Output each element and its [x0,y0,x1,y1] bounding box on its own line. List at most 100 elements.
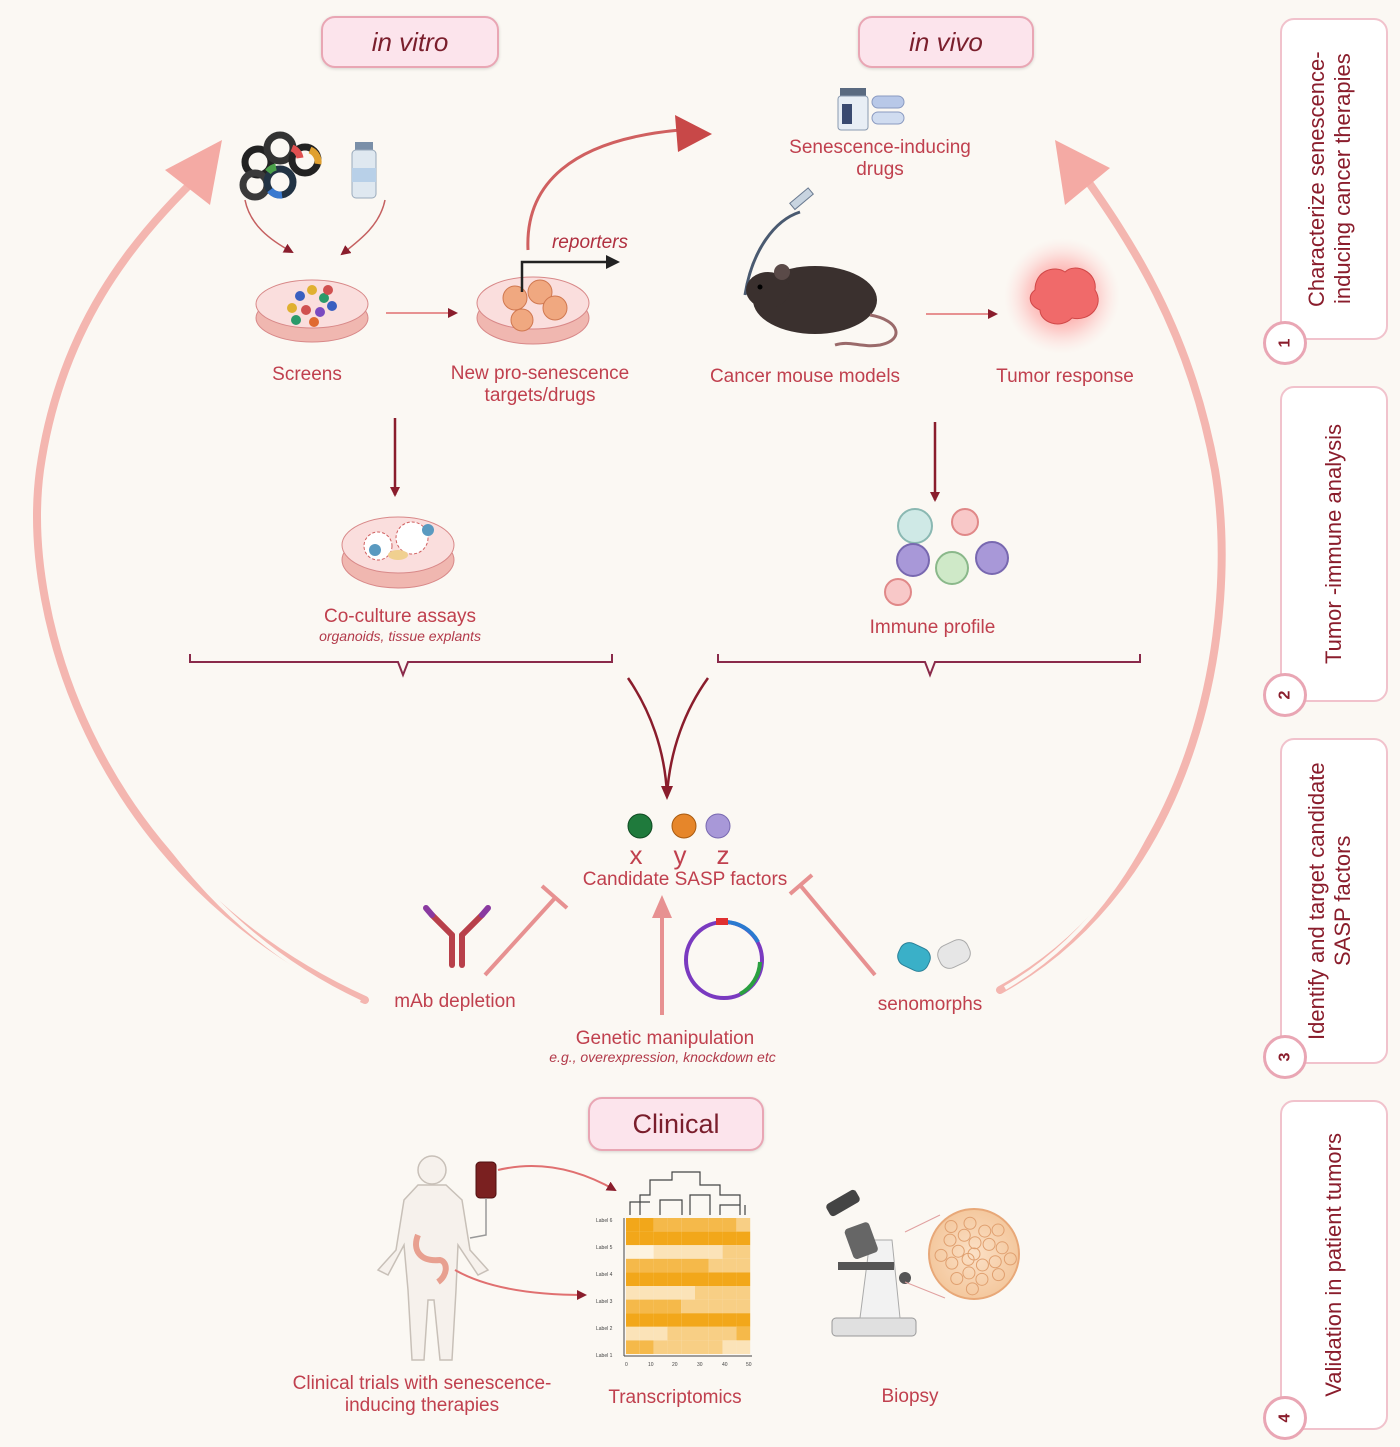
heatmap-cell [722,1286,737,1300]
heatmap-cell [653,1218,668,1232]
heatmap-cell [736,1272,751,1286]
step-4-badge: 4 [1263,1396,1307,1440]
clinical-trials-label: Clinical trials with senescence-inducing… [292,1373,552,1416]
tissue-cell [975,1272,989,1286]
step-panel-3: Identify and target candidate SASP facto… [1280,738,1388,1064]
heatmap-cell [667,1258,682,1273]
heatmap-cell [681,1231,695,1246]
heatmap-cell [695,1258,709,1273]
mouse-models-label: Cancer mouse models [709,366,901,387]
senomorphs-label: senomorphs [877,994,983,1015]
heatmap-cell [708,1286,723,1300]
cancer-mouse-icon [743,187,898,348]
step-panel-2: Tumor -immune analysis [1280,386,1388,702]
step-2-number: 2 [1276,690,1293,700]
heatmap-cell [639,1258,654,1273]
heatmap-row-labels: Label 6 Label 5 Label 4 Label 3 Label 2 … [596,1218,613,1359]
heatmap-cell [639,1299,654,1314]
biopsy-label: Biopsy [881,1386,939,1407]
tissue-cell [944,1220,958,1234]
col-label: 50 [746,1362,752,1368]
immune-cells-icon [884,508,1009,606]
heatmap-cell [681,1313,695,1327]
heatmap-cell [667,1299,682,1314]
tissue-cell [945,1256,959,1270]
col-label: 20 [672,1362,678,1368]
step-2-badge: 2 [1263,673,1307,717]
transcriptomics-label: Transcriptomics [608,1387,742,1408]
tissue-cell [982,1237,996,1251]
pills-icon [871,95,905,125]
in-vivo-header: in vivo [858,16,1034,68]
heatmap-cell [736,1326,751,1341]
outer-arrow-left [33,140,369,1004]
factor-y-dot [671,813,697,839]
step-2-text: Tumor -immune analysis [1321,423,1346,665]
factor-x-dot [627,813,653,839]
tissue-cell [957,1228,971,1242]
heatmap-cell [626,1326,640,1341]
step-1-badge: 1 [1263,321,1307,365]
coculture-dish-icon [341,516,455,589]
heatmap-cell [639,1340,654,1354]
heatmap-cell [653,1299,668,1314]
row-label: Label 3 [596,1299,613,1305]
clinical-text: Clinical [632,1109,720,1139]
in-vitro-text: in vitro [371,27,449,57]
heatmap-cell [722,1231,737,1246]
heatmap-cell [639,1326,654,1341]
tissue-cell [934,1248,948,1262]
heatmap-cell [722,1340,737,1354]
heatmap-cell [653,1231,668,1246]
heatmap-cell [626,1340,640,1354]
heatmap-cell [667,1326,682,1341]
factor-z-dot [705,813,731,839]
step-4-number: 4 [1276,1413,1293,1423]
tissue-cell [961,1252,975,1266]
senescence-drugs-label: Senescence-inducing drugs [789,137,971,180]
heatmap-cell [681,1299,695,1314]
tissue-cell [975,1258,989,1272]
step-panel-4: Validation in patient tumors [1280,1100,1388,1430]
heatmap-cell [653,1340,668,1354]
heatmap-cell [626,1218,640,1232]
heatmap-cell [681,1218,695,1232]
row-label: Label 4 [596,1272,613,1278]
col-label: 30 [697,1362,703,1368]
antibody-icon [423,905,491,968]
tissue-cell [988,1255,1002,1269]
heatmap-cell [639,1286,654,1300]
genetic-sub-label: e.g., overexpression, knockdown etc [549,1049,776,1065]
factor-z-label: z [716,840,730,870]
iv-bag-icon [469,1161,497,1239]
heatmap-cell [708,1326,723,1341]
row-label: Label 2 [596,1326,613,1332]
heatmap-cell [736,1258,751,1273]
step-1-number: 1 [1276,338,1293,348]
heatmap-cell [695,1245,709,1259]
heatmap-cell [681,1258,695,1273]
heatmap-cell [695,1218,709,1232]
tissue-cell [965,1282,979,1296]
heatmap-cell [708,1272,723,1286]
heatmap-cell [708,1218,723,1232]
tissue-cells-icon [928,1208,1020,1300]
heatmap-cell [667,1231,682,1246]
tissue-cell [951,1244,965,1258]
heatmap-cell [626,1299,640,1314]
heatmap-cell [681,1286,695,1300]
heatmap-cell [722,1245,737,1259]
heatmap-cell [667,1218,682,1232]
heatmap-cell [722,1299,737,1314]
drug-bottle-icon [837,88,869,131]
heatmap-cell [681,1245,695,1259]
tissue-cell [968,1236,982,1250]
heatmap-cell [653,1313,668,1327]
factor-y-label: y [673,840,687,870]
new-targets-dish-icon [476,276,590,345]
heatmap-cell [695,1272,709,1286]
tissue-cell [978,1224,992,1238]
row-label: Label 5 [596,1245,613,1251]
heatmap-cell [722,1272,737,1286]
